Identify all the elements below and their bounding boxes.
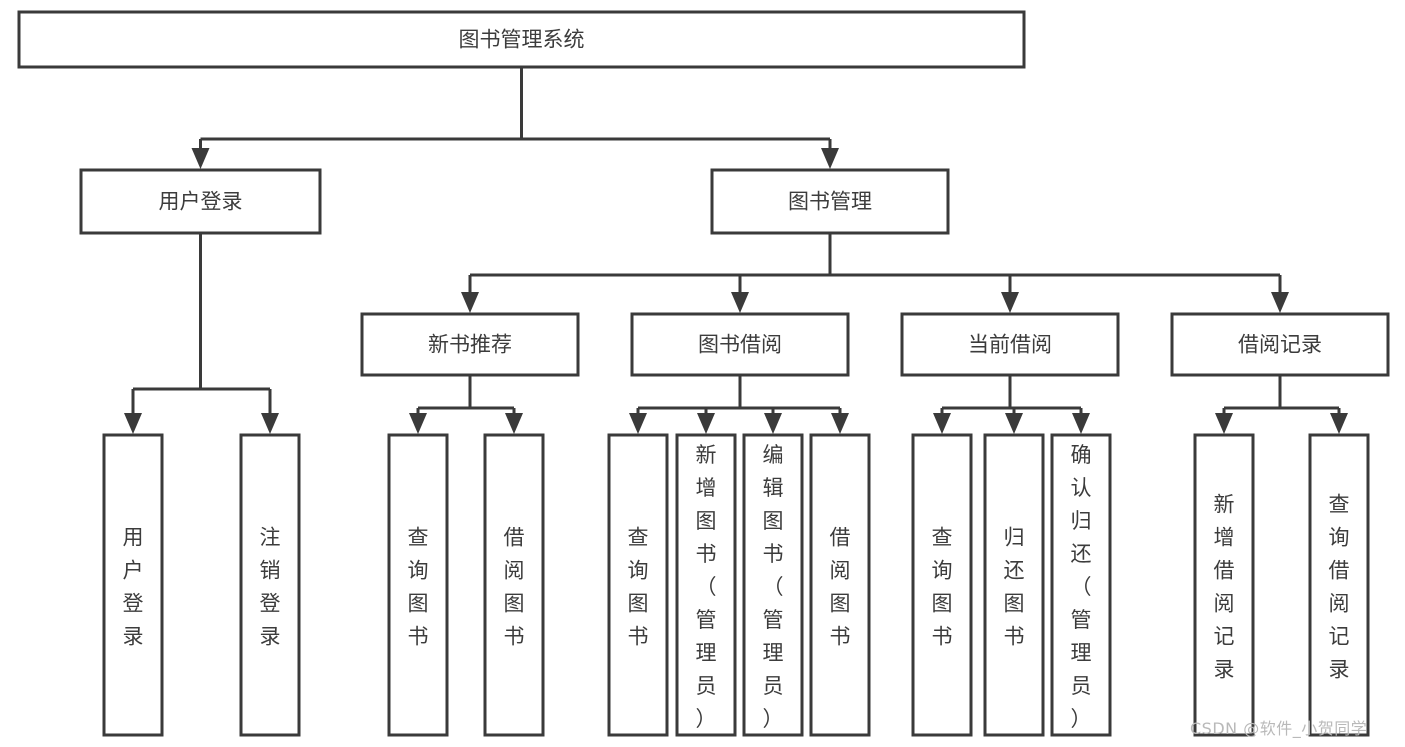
node-book-manage[interactable]: 图书管理 xyxy=(710,168,950,235)
arrow-head-icon xyxy=(697,413,715,434)
node-borrow-record[interactable]: 借阅记录 xyxy=(1170,312,1390,377)
node-label-leaf-user-logout: 注销登录 xyxy=(260,526,281,649)
node-label-leaf-borrow-book: 借阅图书 xyxy=(830,526,851,649)
node-box-user-login[interactable] xyxy=(79,168,322,235)
node-box-new-book-recommend[interactable] xyxy=(360,312,580,377)
node-box-leaf-borrow-book[interactable] xyxy=(809,433,871,737)
connector-bookmanage-to-level3 xyxy=(461,233,1289,313)
node-leaf-borrow-book[interactable]: 借阅图书 xyxy=(809,433,871,737)
node-leaf-query-book-cur[interactable]: 查询图书 xyxy=(911,433,973,737)
arrow-head-icon xyxy=(505,413,523,434)
node-layer: 图书管理系统用户登录图书管理新书推荐图书借阅当前借阅借阅记录用户登录注销登录查询… xyxy=(17,10,1390,737)
node-leaf-user-logout[interactable]: 注销登录 xyxy=(239,433,301,737)
node-leaf-query-book-borrow[interactable]: 查询图书 xyxy=(607,433,669,737)
arrow-head-icon xyxy=(124,413,142,434)
node-label-borrow-record: 借阅记录 xyxy=(1238,333,1322,357)
node-box-leaf-query-record[interactable] xyxy=(1308,433,1370,737)
arrow-head-icon xyxy=(629,413,647,434)
node-leaf-user-login[interactable]: 用户登录 xyxy=(102,433,164,737)
node-label-user-login: 用户登录 xyxy=(159,190,243,214)
node-label-new-book-recommend: 新书推荐 xyxy=(428,333,512,357)
node-box-leaf-user-logout[interactable] xyxy=(239,433,301,737)
node-leaf-query-record[interactable]: 查询借阅记录 xyxy=(1308,433,1370,737)
node-leaf-add-book[interactable]: 新增图书（管理员） xyxy=(675,433,737,737)
node-box-leaf-borrow-book-rec[interactable] xyxy=(483,433,545,737)
node-leaf-query-book-rec[interactable]: 查询图书 xyxy=(387,433,449,737)
node-root[interactable]: 图书管理系统 xyxy=(17,10,1026,69)
arrow-head-icon xyxy=(461,292,479,313)
node-label-leaf-borrow-book-rec: 借阅图书 xyxy=(504,526,525,649)
node-label-leaf-edit-book: 编辑图书（管理员） xyxy=(763,443,784,731)
node-box-leaf-add-record[interactable] xyxy=(1193,433,1255,737)
arrow-head-icon xyxy=(1271,292,1289,313)
connector-bookborrow-to-leaves xyxy=(629,375,849,434)
arrow-head-icon xyxy=(191,148,210,169)
node-box-current-borrow[interactable] xyxy=(900,312,1120,377)
node-box-leaf-query-book-rec[interactable] xyxy=(387,433,449,737)
node-box-leaf-edit-book[interactable] xyxy=(742,433,804,737)
node-label-leaf-query-book-rec: 查询图书 xyxy=(408,526,429,649)
node-new-book-recommend[interactable]: 新书推荐 xyxy=(360,312,580,377)
node-label-current-borrow: 当前借阅 xyxy=(968,333,1052,357)
node-label-leaf-user-login: 用户登录 xyxy=(123,526,144,649)
arrow-head-icon xyxy=(1072,413,1090,434)
arrow-head-icon xyxy=(409,413,427,434)
arrow-head-icon xyxy=(261,413,279,434)
node-label-book-manage: 图书管理 xyxy=(788,190,872,214)
arrow-head-icon xyxy=(831,413,849,434)
node-box-leaf-user-login[interactable] xyxy=(102,433,164,737)
node-leaf-add-record[interactable]: 新增借阅记录 xyxy=(1193,433,1255,737)
node-label-leaf-query-book-borrow: 查询图书 xyxy=(628,526,649,649)
arrow-head-icon xyxy=(1330,413,1348,434)
connector-currentborrow-to-leaves xyxy=(933,375,1090,434)
node-box-borrow-record[interactable] xyxy=(1170,312,1390,377)
node-leaf-edit-book[interactable]: 编辑图书（管理员） xyxy=(742,433,804,737)
node-box-leaf-add-book[interactable] xyxy=(675,433,737,737)
node-label-leaf-add-record: 新增借阅记录 xyxy=(1214,493,1235,682)
arrow-head-icon xyxy=(1001,292,1019,313)
node-leaf-return-book[interactable]: 归还图书 xyxy=(983,433,1045,737)
node-label-leaf-add-book: 新增图书（管理员） xyxy=(696,443,717,731)
node-user-login[interactable]: 用户登录 xyxy=(79,168,322,235)
node-label-book-borrow: 图书借阅 xyxy=(698,333,782,357)
connector-newbook-to-leaves xyxy=(409,375,523,434)
arrow-head-icon xyxy=(933,413,951,434)
arrow-head-icon xyxy=(1005,413,1023,434)
arrow-head-icon xyxy=(821,148,839,169)
node-leaf-confirm-return[interactable]: 确认归还（管理员） xyxy=(1050,433,1112,737)
node-book-borrow[interactable]: 图书借阅 xyxy=(630,312,850,377)
arrow-head-icon xyxy=(1215,413,1233,434)
node-label-leaf-query-book-cur: 查询图书 xyxy=(932,526,953,649)
node-label-leaf-confirm-return: 确认归还（管理员） xyxy=(1071,443,1092,731)
connector-userlogin-to-leaves xyxy=(124,233,279,434)
node-box-leaf-query-book-cur[interactable] xyxy=(911,433,973,737)
watermark-label: CSDN @软件_小贺同学 xyxy=(1190,719,1368,738)
node-box-leaf-return-book[interactable] xyxy=(983,433,1045,737)
connector-root-to-level2 xyxy=(191,67,839,169)
arrow-head-icon xyxy=(731,292,749,313)
connector-layer xyxy=(124,67,1348,434)
node-leaf-borrow-book-rec[interactable]: 借阅图书 xyxy=(483,433,545,737)
node-box-book-manage[interactable] xyxy=(710,168,950,235)
node-label-leaf-return-book: 归还图书 xyxy=(1004,526,1025,649)
node-label-leaf-query-record: 查询借阅记录 xyxy=(1329,493,1350,682)
node-box-leaf-confirm-return[interactable] xyxy=(1050,433,1112,737)
node-box-book-borrow[interactable] xyxy=(630,312,850,377)
node-box-root[interactable] xyxy=(17,10,1026,69)
node-current-borrow[interactable]: 当前借阅 xyxy=(900,312,1120,377)
arrow-head-icon xyxy=(764,413,782,434)
connector-borrowrecord-to-leaves xyxy=(1215,375,1348,434)
node-label-root: 图书管理系统 xyxy=(459,28,585,52)
node-box-leaf-query-book-borrow[interactable] xyxy=(607,433,669,737)
